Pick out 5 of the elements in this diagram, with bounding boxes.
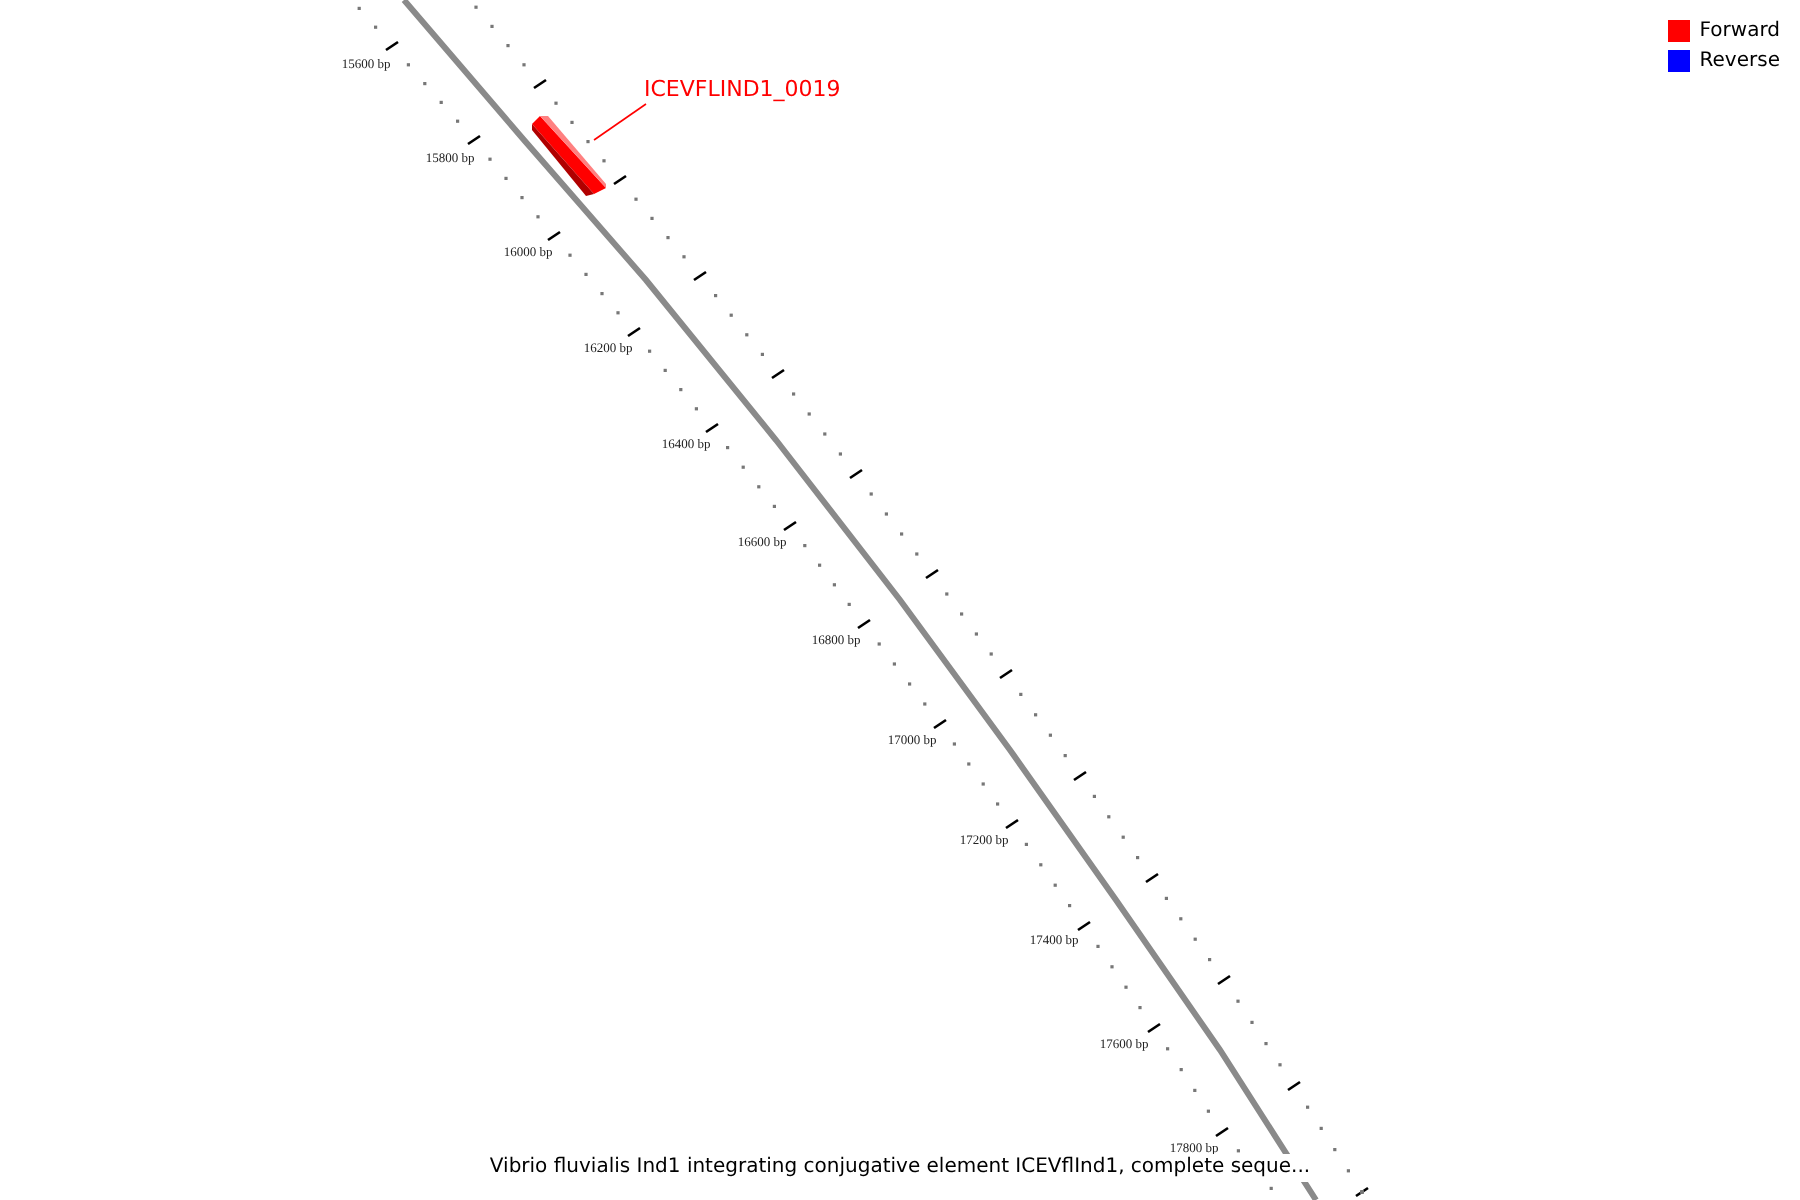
legend-label: Forward bbox=[1699, 18, 1780, 44]
gene-label: ICEVFLIND1_0019 bbox=[644, 76, 841, 104]
leader-line bbox=[593, 103, 647, 141]
gene-block bbox=[532, 116, 606, 196]
legend-label: Reverse bbox=[1699, 48, 1780, 74]
